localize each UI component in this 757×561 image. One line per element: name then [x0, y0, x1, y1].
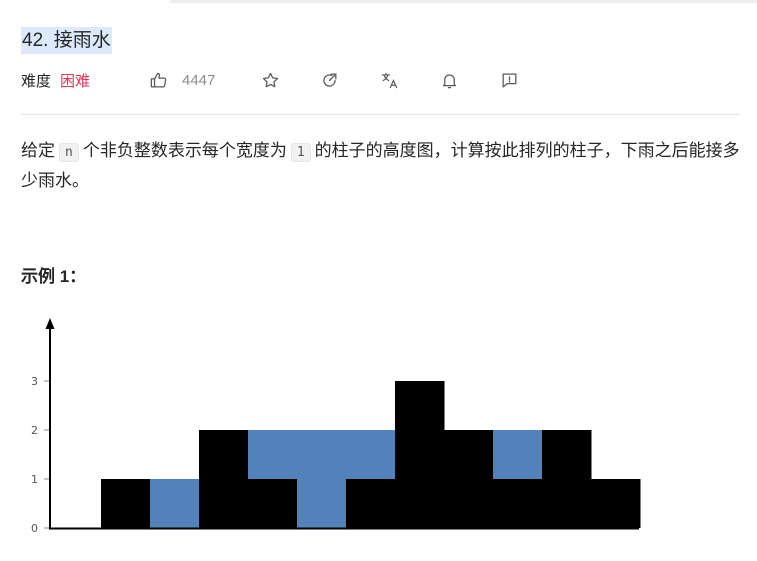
chart-axes	[45, 318, 639, 530]
y-tick-label: 1	[31, 473, 38, 486]
problem-meta-bar: 难度 困难 4447	[21, 68, 516, 92]
chart-ticks: 0 1 2 3	[31, 375, 50, 535]
thumb-up-icon	[147, 68, 169, 92]
difficulty-badge: 困难	[60, 72, 91, 90]
like-button[interactable]: 4447	[147, 68, 215, 92]
description-text: 的柱子的高度图，计算按此排列的柱子，下雨之后能接多少雨水。	[21, 141, 740, 190]
elevation-bar	[248, 479, 298, 528]
elevation-bar	[199, 430, 249, 528]
inline-code-n: n	[59, 143, 79, 162]
elevation-bar	[444, 430, 494, 528]
elevation-bar	[346, 479, 396, 528]
share-icon[interactable]	[318, 68, 340, 92]
y-tick-label: 0	[31, 522, 38, 535]
elevation-bar	[542, 430, 592, 528]
chart-bars	[101, 381, 641, 528]
divider	[21, 114, 741, 115]
water-block	[493, 430, 543, 479]
elevation-bar	[493, 479, 543, 528]
elevation-bar	[591, 479, 641, 528]
like-count: 4447	[182, 71, 216, 89]
inline-code-1: 1	[290, 143, 311, 162]
problem-title: 42. 接雨水	[21, 27, 112, 54]
example-heading: 示例 1：	[21, 267, 87, 286]
water-block	[346, 430, 396, 479]
water-block	[248, 430, 298, 479]
y-axis-arrow	[45, 318, 55, 329]
water-block	[297, 430, 347, 528]
bell-icon[interactable]	[438, 68, 460, 92]
elevation-bar	[101, 479, 151, 528]
elevation-bar	[395, 381, 445, 528]
y-tick-label: 2	[31, 424, 38, 437]
water-block	[150, 479, 200, 528]
translate-icon[interactable]	[378, 68, 400, 92]
top-scroll-strip	[170, 0, 757, 3]
y-tick-label: 3	[31, 375, 38, 388]
description-text: 个非负整数表示每个宽度为	[82, 141, 287, 160]
feedback-icon[interactable]	[498, 68, 520, 92]
difficulty-label: 难度	[21, 72, 52, 90]
description-text: 给定	[21, 141, 55, 160]
star-icon[interactable]	[259, 68, 281, 92]
elevation-map-chart: 0 1 2 3	[31, 318, 641, 535]
